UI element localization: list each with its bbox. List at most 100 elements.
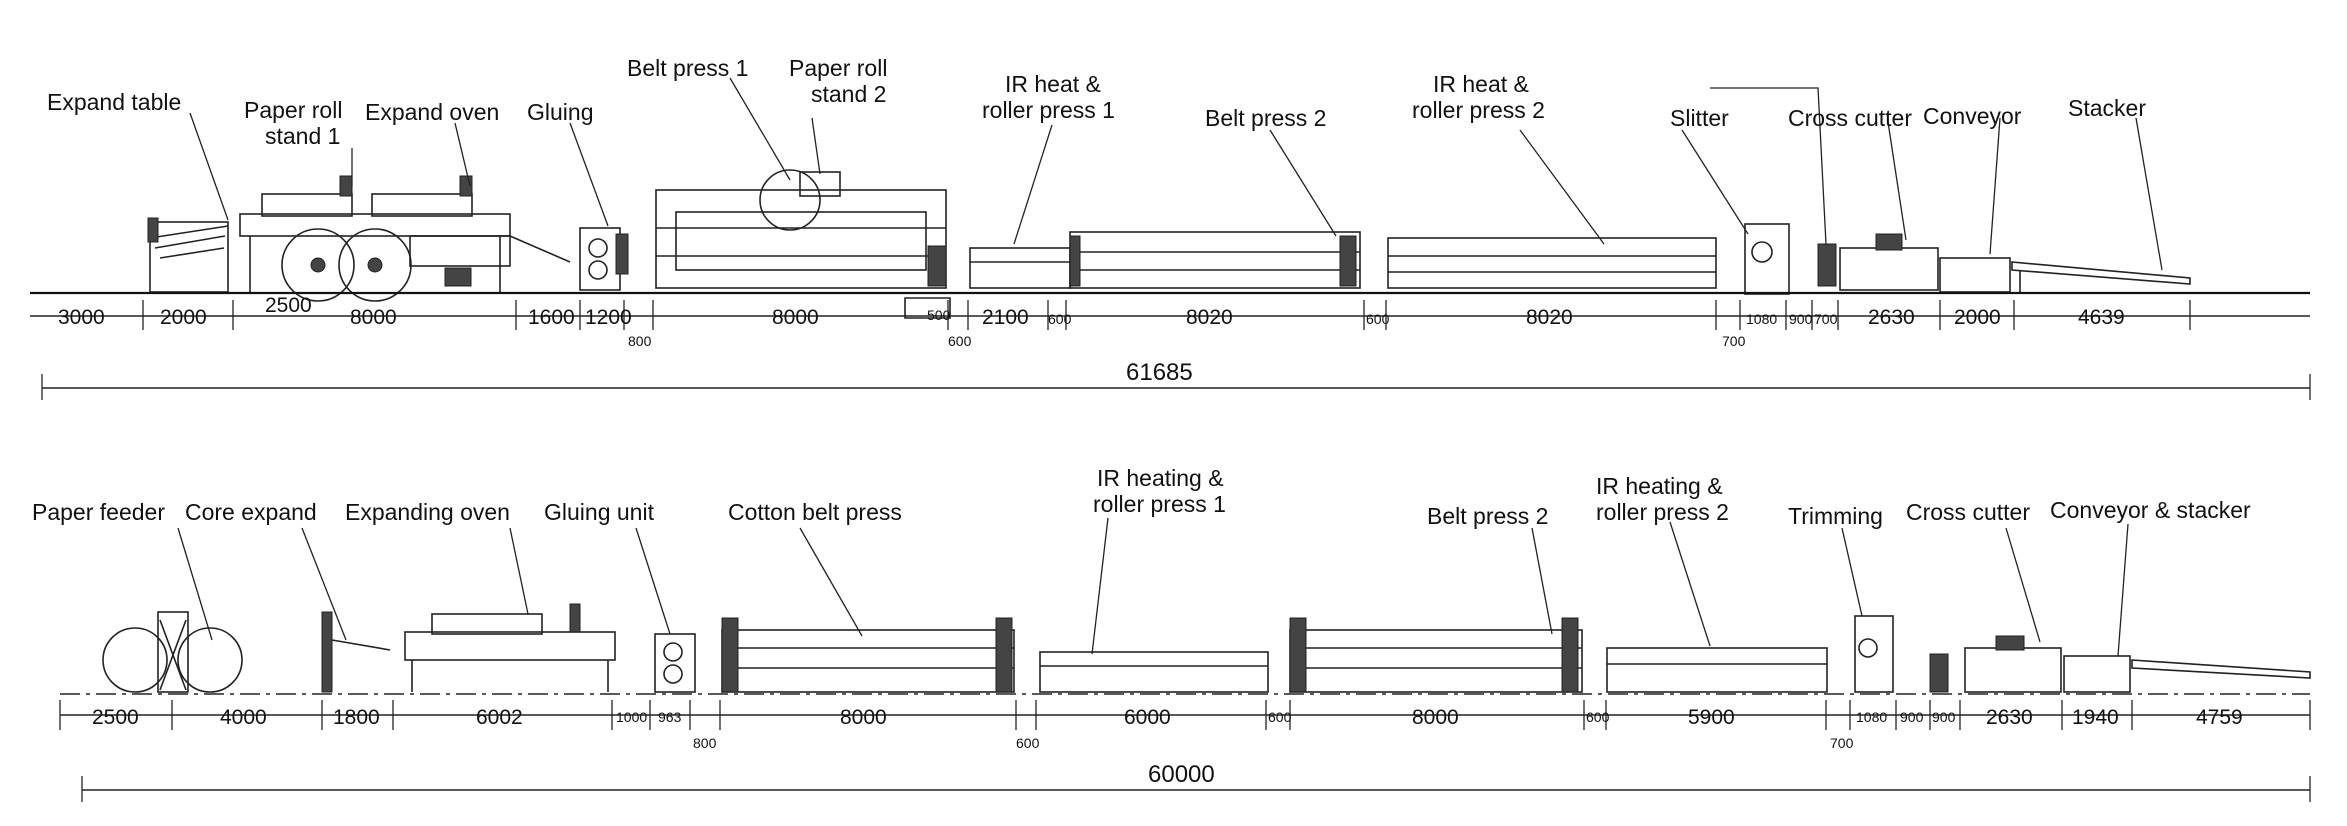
dim-8000: 8000 [350,306,397,329]
dim-2500: 2500 [265,294,312,317]
line-2-total-length: 60000 [1148,761,1215,788]
dim-3000: 3000 [58,306,105,329]
label-ir-heating-roller-press-1-line1: IR heating & [1097,465,1224,491]
dim-2630: 2630 [1868,306,1915,329]
label-belt-press-1: Belt press 1 [627,55,748,81]
expand-table-drawing [147,217,229,293]
belt-press-2-line2-drawing [1289,617,1583,693]
label-ir-heat-roller-press-2-line2: roller press 2 [1412,97,1545,123]
label-ir-heating-roller-press-2-line1: IR heating & [1596,473,1723,499]
dim-600-c: 600 [1366,311,1390,327]
label-paper-roll-stand-2-line2: stand 2 [811,81,886,107]
dim-1080-l2: 1080 [1856,709,1887,725]
label-paper-roll-stand-1-line1: Paper roll [244,97,342,123]
cross-cutter-line2-drawing [1929,635,2062,693]
dim-8020-a: 8020 [1186,306,1233,329]
line-2-dim-ticks [59,700,2311,730]
dim-800: 800 [628,333,652,349]
line-2-machines [102,603,2311,693]
label-expand-table: Expand table [47,89,181,115]
slitter-drawing [1744,223,1790,295]
label-belt-press-2: Belt press 2 [1205,105,1326,131]
line-1-machines [147,169,2191,319]
cross-cutter-drawing [1817,233,1939,291]
line-2-dimensions: 2500 4000 1800 6002 1000 963 800 8000 60… [92,706,2243,751]
label-core-expand: Core expand [185,499,317,525]
expand-oven-drawing [409,235,571,287]
label-expanding-oven: Expanding oven [345,499,510,525]
dim-700-b: 700 [1814,311,1838,327]
dim-2100: 2100 [982,306,1029,329]
ir-heat-roller-press-2-drawing [1387,237,1717,289]
dim-1600: 1600 [528,306,575,329]
label-paper-feeder: Paper feeder [32,499,165,525]
line-1-labels: Expand table Paper roll stand 1 Expand o… [47,55,2146,149]
label-paper-roll-stand-2-line1: Paper roll [789,55,887,81]
paper-feeder-drawing [102,611,243,693]
paper-roll-stand-1-drawing [239,175,511,302]
dim-600-c-l2: 600 [1586,709,1610,725]
dim-4759-l2: 4759 [2196,706,2243,729]
line-1-total-length: 61685 [1126,359,1193,386]
label-conveyor: Conveyor [1923,103,2022,129]
dim-700: 700 [1722,333,1746,349]
dim-900-a-l2: 900 [1900,709,1924,725]
dim-8000-b-l2: 8000 [1412,706,1459,729]
dim-900: 900 [1789,311,1813,327]
dim-1800-l2: 1800 [333,706,380,729]
dim-5900-l2: 5900 [1688,706,1735,729]
core-expand-drawing [321,611,391,693]
dim-6002-l2: 6002 [476,706,523,729]
dim-600-a-l2: 600 [1016,735,1040,751]
line-2-leaders [177,517,2129,657]
label-gluing-unit: Gluing unit [544,499,655,525]
dim-600-b: 600 [1048,311,1072,327]
dim-2000-b: 2000 [1954,306,2001,329]
line-1-dim-ticks [142,300,2191,330]
dim-2500-l2: 2500 [92,706,139,729]
dim-1200: 1200 [585,306,632,329]
dim-1940-l2: 1940 [2072,706,2119,729]
ir-heating-roller-press-1-drawing [1039,651,1269,693]
stacker-drawing [2011,261,2191,292]
dim-600-a: 600 [948,333,972,349]
dim-700-l2: 700 [1830,735,1854,751]
belt-press-2-drawing [1069,231,1361,289]
line-1: 3000 2000 2500 8000 1600 1200 800 8000 5… [30,55,2311,400]
dim-4639: 4639 [2078,306,2125,329]
gluing-unit-drawing [654,633,696,693]
dim-8020-b: 8020 [1526,306,1573,329]
expanding-oven-drawing [404,603,616,692]
dim-600-b-l2: 600 [1268,709,1292,725]
label-stacker: Stacker [2068,95,2146,121]
dim-8000-a-l2: 8000 [840,706,887,729]
label-gluing: Gluing [527,99,593,125]
dim-963-l2: 963 [658,709,682,725]
conveyor-stacker-drawing [2063,655,2311,693]
label-cross-cutter-l2: Cross cutter [1906,499,2030,525]
gluing-drawing [579,227,629,291]
label-belt-press-2-l2: Belt press 2 [1427,503,1548,529]
dim-8000-belt-press: 8000 [772,306,819,329]
line-1-dimensions: 3000 2000 2500 8000 1600 1200 800 8000 5… [58,294,2125,349]
label-trimming: Trimming [1788,503,1883,529]
label-ir-heat-roller-press-1-line2: roller press 1 [982,97,1115,123]
dim-2000: 2000 [160,306,207,329]
dim-6000-l2: 6000 [1124,706,1171,729]
dim-2630-l2: 2630 [1986,706,2033,729]
dim-900-b-l2: 900 [1932,709,1956,725]
belt-press-1-drawing [655,169,951,319]
label-paper-roll-stand-1-line2: stand 1 [265,123,340,149]
label-ir-heating-roller-press-1-line2: roller press 1 [1093,491,1226,517]
label-cross-cutter: Cross cutter [1788,105,1912,131]
dim-1080: 1080 [1746,311,1777,327]
label-expand-oven: Expand oven [365,99,499,125]
ir-heat-roller-press-1-drawing [969,247,1071,289]
line-2: 2500 4000 1800 6002 1000 963 800 8000 60… [32,465,2311,802]
dim-1000-l2: 1000 [616,709,647,725]
conveyor-drawing [1939,257,2011,293]
label-conveyor-stacker: Conveyor & stacker [2050,497,2251,523]
ir-heating-roller-press-2-drawing [1606,647,1828,693]
label-cotton-belt-press: Cotton belt press [728,499,902,525]
